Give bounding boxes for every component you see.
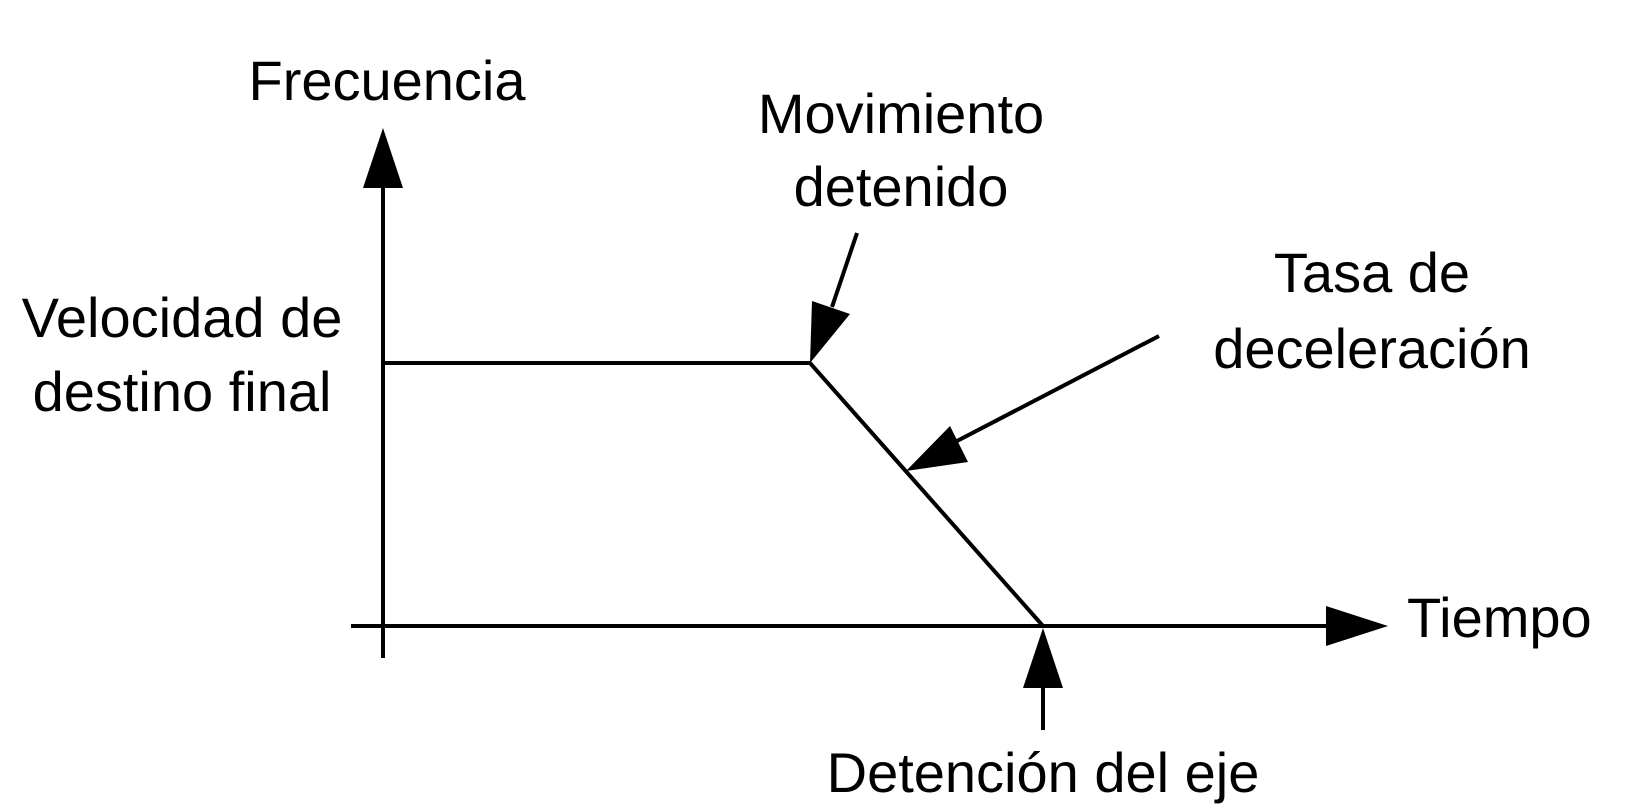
decel-rate-label-line2: deceleración <box>1213 317 1531 380</box>
y-axis-label: Frecuencia <box>248 49 526 112</box>
y-axis <box>363 128 403 658</box>
frequency-profile-line <box>383 361 1045 628</box>
x-axis-arrowhead <box>1326 606 1388 646</box>
movement-stopped-label-line2: detenido <box>794 155 1009 218</box>
decel-rate-pointer <box>906 334 1160 471</box>
target-speed-label-line1: Velocidad de <box>22 286 343 349</box>
movement-stopped-label-line1: Movimiento <box>758 82 1044 145</box>
axis-stop-pointer <box>1023 628 1063 730</box>
movement-stopped-pointer <box>810 232 859 363</box>
x-axis <box>351 606 1388 646</box>
y-axis-arrowhead <box>363 128 403 188</box>
target-speed-label-line2: destino final <box>33 360 332 423</box>
axis-stop-label: Detención del eje <box>827 741 1260 804</box>
decel-rate-label-line1: Tasa de <box>1274 241 1470 304</box>
x-axis-label: Tiempo <box>1407 586 1592 649</box>
